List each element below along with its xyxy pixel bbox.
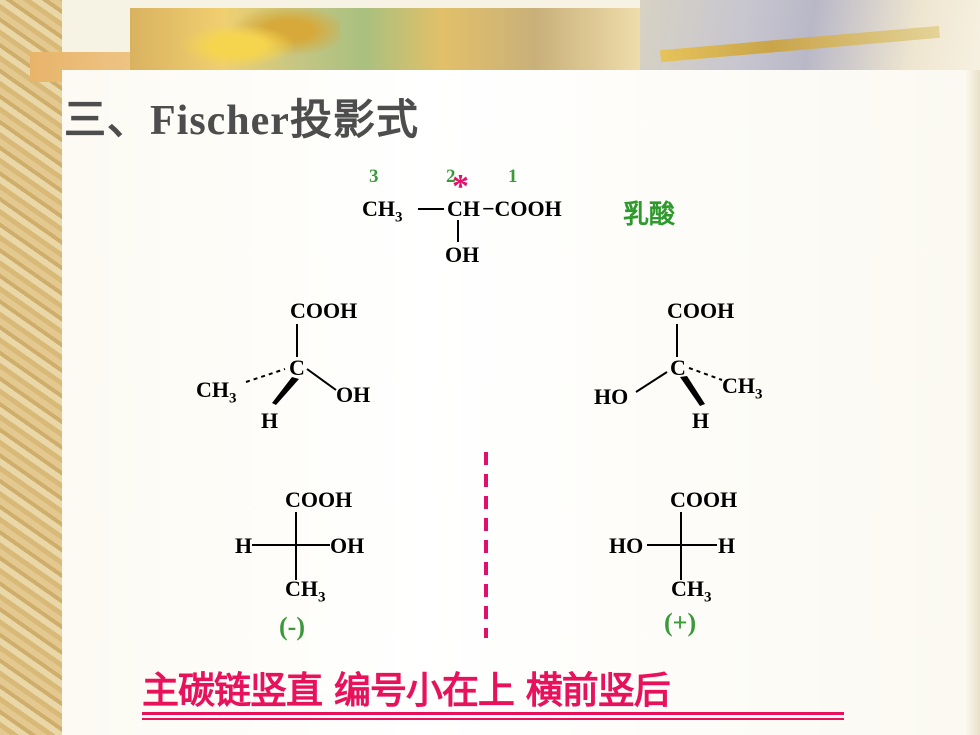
chiral-star: *	[452, 168, 469, 205]
fischer-right-ho: HO	[609, 533, 644, 558]
wedge-right-h: H	[692, 408, 710, 433]
lactic-acid-name: 乳酸	[623, 200, 676, 230]
lactic-cooh: −COOH	[482, 196, 562, 221]
fischer-left-oh: OH	[330, 533, 365, 558]
fischer-left-cooh: COOH	[285, 487, 353, 512]
wedge-right-cooh: COOH	[667, 298, 735, 323]
fischer-left-h: H	[235, 533, 253, 558]
bond-wl-dashed	[245, 368, 286, 383]
bond-wl-oh	[306, 368, 337, 391]
lactic-center-ch: CH	[447, 196, 480, 221]
fischer-right-ch3: CH3	[671, 576, 712, 606]
slide-title: 三、Fischer投影式	[64, 98, 419, 144]
fischer-left-sign: (-)	[279, 612, 305, 641]
lactic-ch3: CH3	[362, 196, 403, 226]
right-decor-strip	[966, 70, 980, 735]
wedge-left-c: C	[289, 355, 305, 380]
rule-underline	[142, 712, 844, 715]
wedge-left-ch3: CH3	[196, 377, 237, 407]
carbon-number-3: 3	[369, 166, 379, 187]
banner-decor-right	[640, 0, 980, 80]
wedge-right-c: C	[670, 355, 686, 380]
left-decor-strip	[0, 0, 62, 735]
carbon-number-2: 2	[446, 166, 456, 187]
rule-underline-2	[142, 718, 844, 720]
wedge-left-oh: OH	[336, 382, 371, 407]
content-area	[62, 70, 966, 735]
carbon-number-1: 1	[508, 166, 518, 187]
wedge-left-h: H	[261, 408, 279, 433]
lactic-oh: OH	[445, 242, 480, 267]
fischer-left-ch3: CH3	[285, 576, 326, 606]
fischer-right-cooh: COOH	[670, 487, 738, 512]
fischer-right-h: H	[718, 533, 736, 558]
wedge-right-ho: HO	[594, 384, 629, 409]
fischer-rule-text: 主碳链竖直 编号小在上 横前竖后	[142, 669, 671, 712]
wedge-right-ch3: CH3	[722, 373, 763, 403]
bond-wl-wedge	[272, 377, 299, 405]
bond-wr-ho	[635, 371, 668, 393]
fischer-right-sign: (+)	[664, 608, 697, 637]
bond-wr-dashed	[688, 367, 723, 381]
wedge-left-cooh: COOH	[290, 298, 358, 323]
bond-wr-wedge	[680, 376, 705, 406]
